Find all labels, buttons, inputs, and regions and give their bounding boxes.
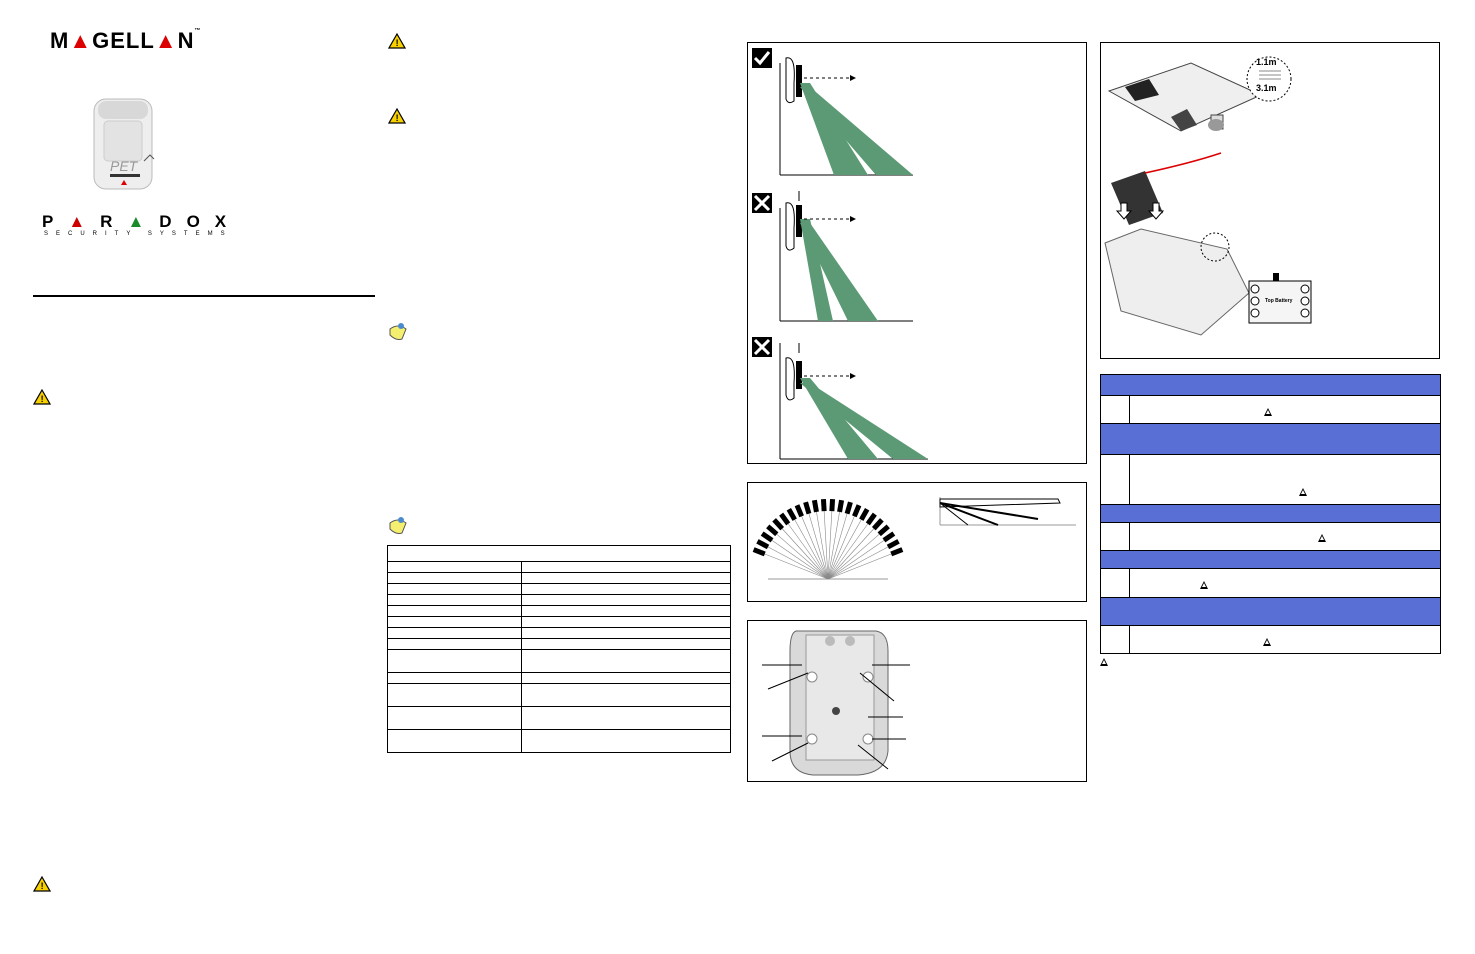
- caution-icon: [1263, 638, 1271, 646]
- coverage-zone: [766, 524, 779, 537]
- coverage-beam: [780, 527, 829, 580]
- circuit-board: [1107, 62, 1263, 132]
- coverage-beam: [793, 517, 829, 580]
- coverage-zone: [794, 504, 804, 518]
- coverage-zone: [877, 524, 890, 537]
- coverage-beam: [786, 522, 829, 580]
- caution-icon: [1318, 534, 1326, 542]
- coverage-beam: [827, 552, 894, 580]
- svg-text:!: !: [396, 38, 399, 48]
- caution-icon: [1200, 581, 1208, 589]
- step-row: [1100, 523, 1441, 551]
- coverage-zone: [886, 539, 900, 550]
- svg-text:3.1m: 3.1m: [1256, 83, 1277, 93]
- coverage-beam: [827, 538, 886, 580]
- warning-icon: !: [388, 108, 406, 124]
- coverage-beam: [827, 517, 863, 580]
- coverage-beam: [827, 527, 876, 580]
- coverage-beam: [766, 545, 829, 580]
- coverage-zone: [844, 501, 853, 515]
- caution-icon: [1264, 408, 1272, 416]
- down-arrow-icon: [1147, 202, 1165, 220]
- mounting-height-diagram: [747, 42, 1087, 464]
- coverage-zone: [811, 499, 819, 513]
- coverage-zone: [865, 512, 877, 526]
- cross-icon: [752, 337, 772, 357]
- coverage-zone: [871, 518, 884, 531]
- coverage-beam: [808, 511, 829, 580]
- housing-base: [1104, 228, 1250, 336]
- down-arrow-icon: [1115, 202, 1133, 220]
- specifications-table: [387, 545, 731, 753]
- coverage-beam: [827, 509, 841, 580]
- coverage-zone: [760, 531, 774, 543]
- warning-icon: !: [388, 33, 406, 49]
- beam-scene-wrong-up: [779, 191, 913, 322]
- warning-icon: !: [33, 876, 51, 892]
- coverage-beam: [827, 532, 881, 580]
- coverage-zone: [772, 518, 785, 531]
- warning-icon: !: [33, 389, 51, 405]
- coverage-beam: [827, 545, 890, 580]
- note-icon: [389, 517, 407, 534]
- title-rule: [33, 295, 375, 297]
- step-row: [1100, 455, 1441, 505]
- svg-text:1.1m: 1.1m: [1256, 57, 1277, 67]
- coverage-zone: [752, 547, 766, 557]
- coverage-pattern-diagram: [747, 482, 1087, 602]
- step-row: [1100, 626, 1441, 654]
- step-header: [1100, 374, 1441, 396]
- product-image: PET: [93, 98, 155, 190]
- coverage-beam: [770, 538, 829, 580]
- battery-holder: Top Battery: [1248, 273, 1312, 324]
- coverage-zone: [882, 531, 896, 543]
- step-row: [1100, 396, 1441, 424]
- coverage-beam: [762, 552, 829, 580]
- coverage-zone: [779, 512, 791, 526]
- coverage-beam: [815, 509, 829, 580]
- coverage-zone: [756, 539, 770, 550]
- caution-icon: [1299, 488, 1307, 496]
- paradox-logo: P▲R▲DOX: [42, 212, 242, 231]
- svg-text:!: !: [41, 394, 44, 404]
- coverage-beam: [800, 514, 829, 580]
- coverage-zone: [837, 499, 845, 513]
- coverage-beam: [827, 511, 848, 580]
- step-row: [1100, 569, 1441, 598]
- coverage-zone: [852, 504, 862, 518]
- coverage-zone: [829, 498, 836, 512]
- mounting-base-diagram: [747, 620, 1087, 782]
- magellan-logo: M▲GELL▲N™: [50, 28, 202, 53]
- coverage-zone: [786, 508, 797, 521]
- note-icon: [389, 323, 407, 340]
- check-icon: [752, 48, 772, 68]
- distance-callout: 1.1m 3.1m: [1246, 56, 1292, 102]
- side-view-beams: [939, 498, 1061, 526]
- coverage-beam: [775, 532, 829, 580]
- step-header: [1100, 424, 1441, 455]
- coverage-zone: [859, 508, 870, 521]
- beam-scene-correct: [779, 57, 913, 176]
- cross-icon: [752, 193, 772, 213]
- caution-icon: [1100, 658, 1108, 666]
- paradox-subtitle: SECURITY SYSTEMS: [44, 231, 233, 237]
- installation-diagram: 1.1m 3.1m Top Battery: [1100, 42, 1440, 359]
- coverage-beam: [827, 522, 870, 580]
- svg-text:Top Battery: Top Battery: [1265, 298, 1293, 304]
- coverage-zone: [820, 498, 827, 512]
- step-header: [1100, 598, 1441, 626]
- coverage-beam: [827, 509, 833, 580]
- pet-label: PET: [110, 158, 139, 174]
- coverage-beam: [827, 514, 856, 580]
- coverage-zone: [803, 501, 812, 515]
- step-header: [1100, 551, 1441, 569]
- beam-scene-wrong-down: [779, 343, 928, 460]
- step-header: [1100, 505, 1441, 523]
- installation-steps: [1100, 374, 1441, 654]
- coverage-zone: [890, 547, 904, 557]
- coverage-beam: [823, 509, 829, 580]
- svg-text:!: !: [396, 113, 399, 123]
- svg-text:!: !: [41, 881, 44, 891]
